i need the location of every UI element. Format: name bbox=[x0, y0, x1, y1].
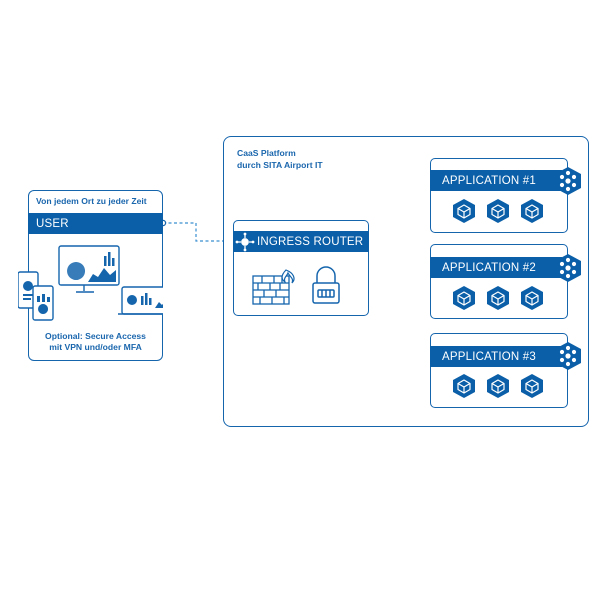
cluster-icon bbox=[555, 254, 581, 282]
cube-icon bbox=[453, 374, 475, 398]
user-bar-label: USER bbox=[36, 217, 69, 230]
user-note-line1: Optional: Secure Access bbox=[45, 331, 146, 341]
cube-icon bbox=[487, 374, 509, 398]
platform-title-line2: durch SITA Airport IT bbox=[237, 160, 323, 170]
application-2-bar: APPLICATION #2 bbox=[430, 257, 562, 278]
ingress-router-label: INGRESS ROUTER bbox=[257, 235, 364, 248]
cube-icon bbox=[487, 286, 509, 310]
cube-icon bbox=[521, 286, 543, 310]
padlock-icon bbox=[312, 266, 340, 304]
application-1-bar: APPLICATION #1 bbox=[430, 170, 562, 191]
router-node-icon bbox=[235, 232, 255, 252]
user-note-line2: mit VPN und/oder MFA bbox=[49, 342, 142, 352]
user-router-link bbox=[163, 222, 236, 242]
user-caption: Von jedem Ort zu jeder Zeit bbox=[36, 196, 147, 206]
cube-icon bbox=[453, 286, 475, 310]
cube-icon bbox=[487, 199, 509, 223]
cube-icon bbox=[521, 374, 543, 398]
application-1-label: APPLICATION #1 bbox=[442, 174, 536, 187]
platform-title-line1: CaaS Platform bbox=[237, 148, 296, 158]
cube-icon bbox=[521, 199, 543, 223]
cluster-icon bbox=[555, 342, 581, 370]
application-3-label: APPLICATION #3 bbox=[442, 350, 536, 363]
dashboard-devices-icon bbox=[18, 245, 163, 321]
application-3-bar: APPLICATION #3 bbox=[430, 346, 562, 367]
firewall-icon bbox=[252, 269, 295, 305]
application-2-label: APPLICATION #2 bbox=[442, 261, 536, 274]
cluster-icon bbox=[555, 167, 581, 195]
cube-icon bbox=[453, 199, 475, 223]
user-bar: USER bbox=[28, 213, 163, 234]
ingress-router-bar: INGRESS ROUTER bbox=[233, 231, 369, 252]
